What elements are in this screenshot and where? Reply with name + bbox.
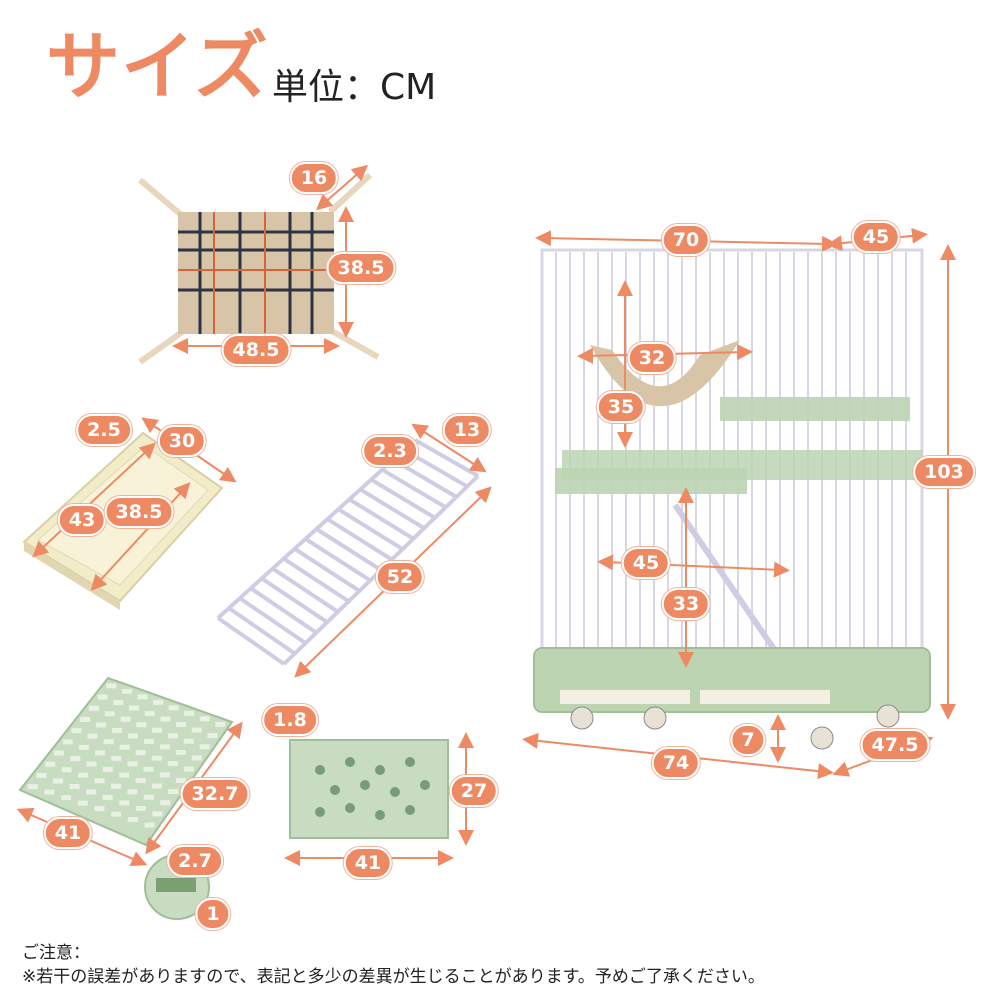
badge-shelf-width: 41 [343, 847, 393, 879]
note-text: ※若干の誤差がありますので、表記と多少の差異が生じることがあります。予めご了承く… [22, 967, 765, 987]
badge-base-depth: 47.5 [860, 729, 930, 761]
ladder-illustration [216, 438, 480, 666]
badge-hammock-strap: 16 [289, 162, 339, 194]
hammock-illustration [138, 172, 380, 365]
badge-inner-height: 33 [661, 588, 711, 620]
badge-tray-short: 30 [157, 425, 207, 457]
badge-grid-rib: 1 [195, 898, 231, 930]
badge-hammock-width: 48.5 [221, 334, 291, 366]
badge-tray-long: 43 [57, 504, 107, 536]
badge-cage-width-top: 70 [661, 224, 711, 256]
cage-illustration [533, 248, 931, 750]
badge-tray-thickness: 2.5 [76, 414, 132, 446]
badge-inner-width: 45 [621, 547, 671, 579]
note-heading: ご注意： [22, 943, 90, 963]
badge-grid-long: 32.7 [180, 778, 250, 810]
badge-hammock-inner-width: 32 [627, 342, 677, 374]
page-title: サイズ [46, 24, 269, 110]
badge-cage-depth-top: 45 [851, 221, 901, 253]
badge-base-width: 74 [651, 747, 701, 779]
badge-hammock-inner-height: 35 [596, 391, 646, 423]
badge-ladder-width: 13 [442, 414, 492, 446]
badge-shelf-height: 27 [449, 775, 499, 807]
badge-wheel-height: 7 [730, 724, 766, 756]
badge-ladder-thickness: 2.3 [362, 435, 418, 467]
badge-grid-thickness: 2.7 [167, 845, 223, 877]
badge-cage-height: 103 [913, 456, 975, 488]
badge-grid-short: 41 [43, 817, 93, 849]
badge-ladder-length: 52 [375, 561, 425, 593]
unit-label: 単位：CM [272, 67, 437, 108]
badge-tray-inner: 38.5 [104, 496, 174, 528]
badge-hammock-height: 38.5 [326, 252, 396, 284]
shelf-illustration [289, 739, 449, 839]
badge-shelf-thickness: 1.8 [262, 704, 318, 736]
